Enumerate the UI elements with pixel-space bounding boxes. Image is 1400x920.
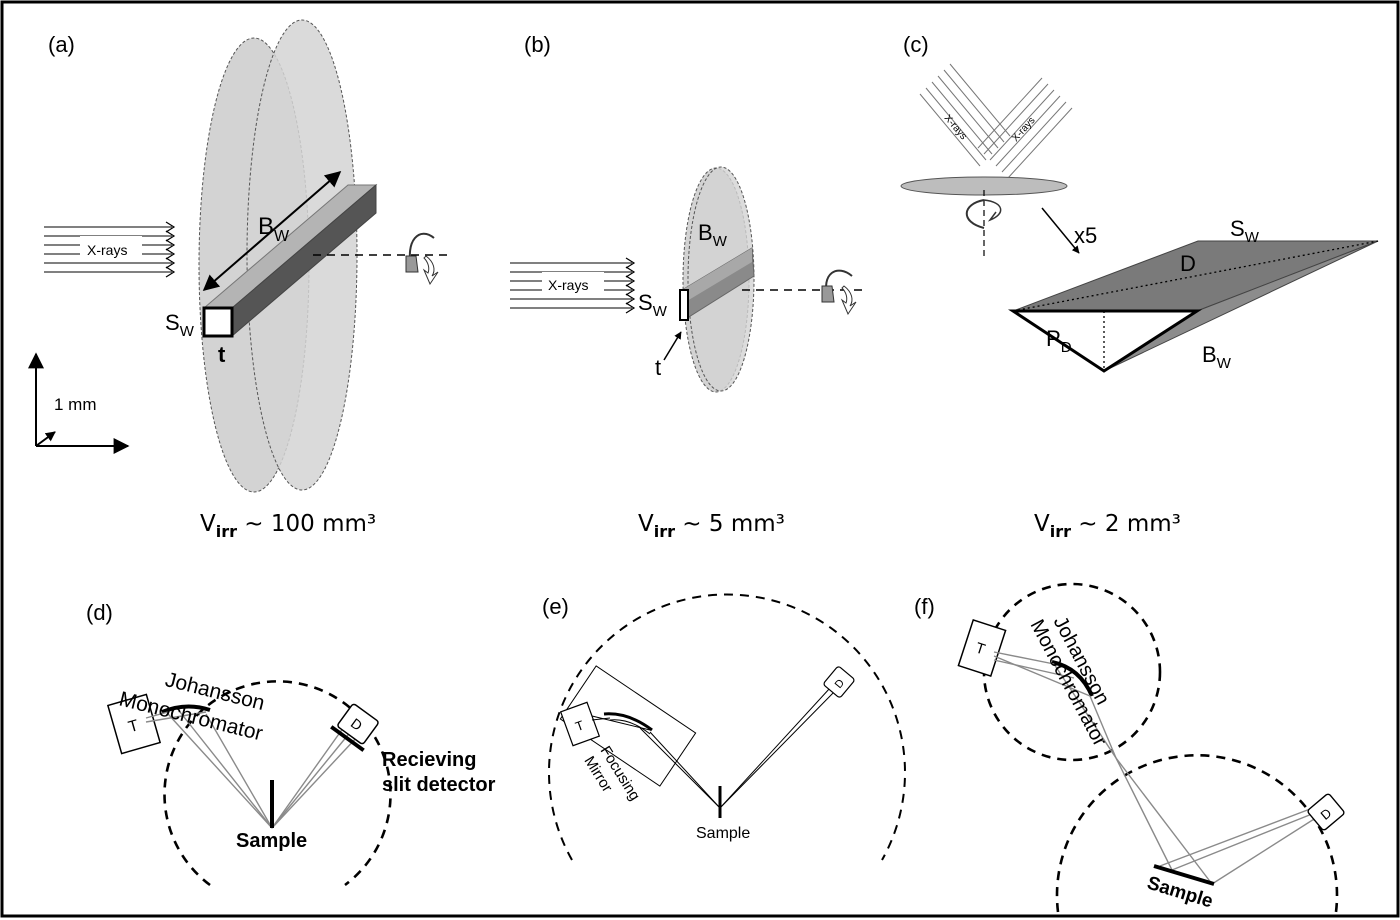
xray-label-b: X-rays [548,277,588,293]
sample-f [1153,864,1215,886]
diagonal-label: D [1180,251,1196,276]
mirror-housing-e [559,665,697,787]
panel-d: (d) T D Johansson Mon [86,600,496,887]
sample-label-f: Sample [1145,873,1216,913]
panel-f-letter: (f) [914,594,935,619]
beam-volume-b [663,247,862,361]
bw-label-a: BW [258,213,290,245]
sw-label-a: SW [165,310,195,340]
tube-e: T [559,701,601,747]
tube-d: T [106,693,162,755]
sw-label-c: SW [1230,216,1260,246]
mirror-label-e: Focusing Mirror [580,743,643,804]
detector-label-line2: slit detector [382,774,496,796]
detector-label-line1: Recieving [382,749,476,771]
panel-c: (c) X-rays X-rays [900,32,1379,541]
xray-beam-c-in: X-rays [919,63,1011,167]
beam-paths-f [993,651,1323,885]
volume-b: Virr ~ 5 mm³ [638,511,785,541]
sw-label-b: SW [638,290,668,320]
bw-label-c: BW [1202,342,1232,372]
goniometer-circle-e [548,593,906,861]
bw-label-b: BW [698,220,728,250]
t-label-b: t [655,355,661,380]
svg-text:T: T [127,717,141,736]
t-label-a: t [218,342,226,367]
tube-f: T [957,618,1007,678]
detector-d: D [330,703,379,752]
goniometer-circle-f [1055,754,1339,913]
beam-paths-d [145,711,359,829]
pd-label: PD [1046,326,1072,356]
sample-label-d: Sample [236,830,307,852]
xray-label-c-out: X-rays [1010,115,1038,144]
detector-e: D [823,666,855,698]
panel-f: (f) T D Johanss [914,582,1345,913]
panel-d-letter: (d) [86,600,113,625]
magnification-label: x5 [1074,223,1097,248]
scale-label: 1 mm [54,395,97,414]
panel-b-letter: (b) [524,32,551,57]
rotation-arrow-c [965,199,1002,229]
rotation-arrow-a [405,232,439,286]
monochromator-f [1051,660,1094,697]
volume-a: Virr ~ 100 mm³ [200,511,376,541]
xray-beam-b: X-rays [510,257,636,314]
panel-a: (a) 1 mm X-rays [28,19,450,541]
beam-volume-a [202,170,450,338]
detector-f: D [1307,793,1345,831]
panel-c-letter: (c) [903,32,929,57]
xray-label-a: X-rays [87,242,127,258]
focusing-mirror-e [603,712,653,732]
scale-axes: 1 mm [28,352,130,454]
goniometer-circle-d [163,680,392,887]
xray-beam-a: X-rays [44,221,176,278]
rotation-arrow-b [821,269,857,316]
monochromator-label-f: Johansson Monochromator [1026,613,1114,751]
sample-label-e: Sample [696,825,750,842]
panel-e: (e) T D Focusing [542,593,906,861]
panel-e-letter: (e) [542,594,569,619]
volume-c: Virr ~ 2 mm³ [1034,511,1181,541]
xray-label-c-in: X-rays [942,113,969,142]
beam-paths-e [591,687,837,809]
monochromator-d [161,704,211,714]
irradiated-prism [1008,240,1379,373]
panel-b: (b) X-rays [510,32,862,541]
panel-a-letter: (a) [48,32,75,57]
